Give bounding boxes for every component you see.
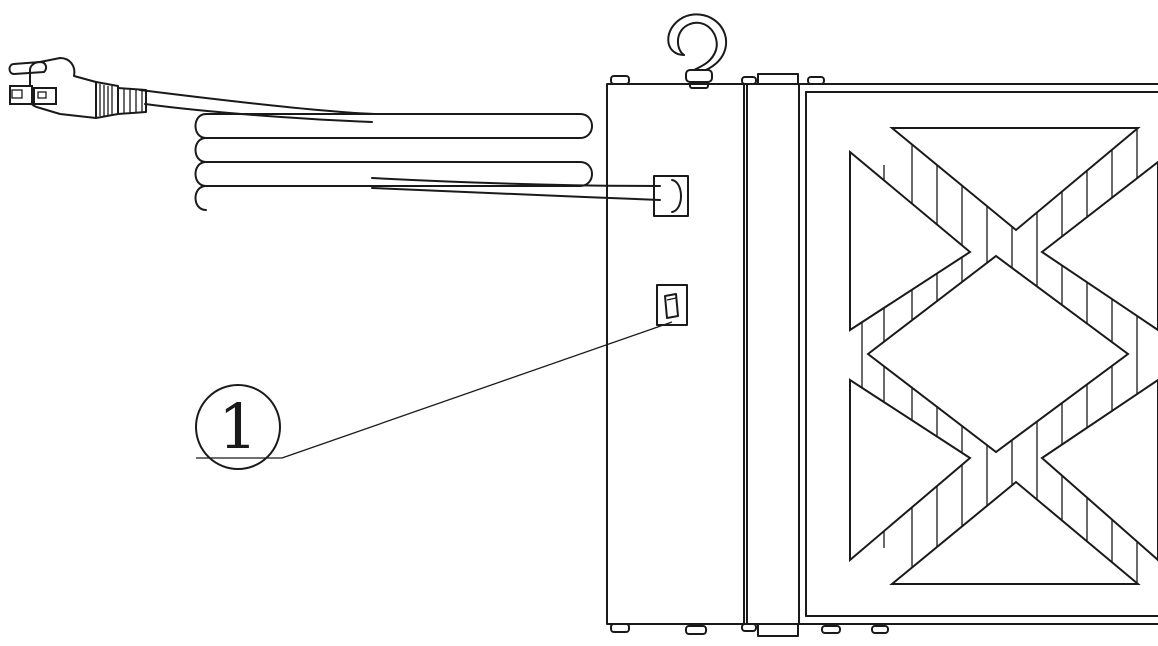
callout-1 [195, 321, 673, 470]
power-cord [139, 89, 661, 211]
cord-grommet [653, 175, 689, 217]
control-box [606, 73, 889, 637]
hanging-hook [667, 13, 728, 89]
power-plug [8, 57, 147, 119]
filter-housing [798, 83, 1158, 625]
callout-number-1: 1 [218, 390, 258, 463]
filter-frame [849, 127, 1158, 585]
power-switch [656, 284, 688, 326]
